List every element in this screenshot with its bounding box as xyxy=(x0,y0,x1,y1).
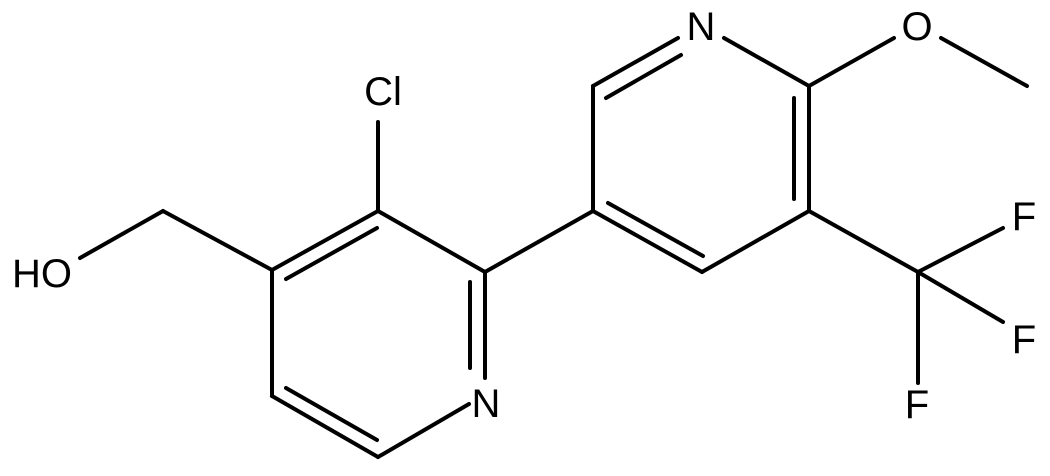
bond-cf3-f1 xyxy=(916,226,1005,274)
fluorine-label-2: F xyxy=(1012,318,1036,362)
bond-biaryl xyxy=(483,209,595,274)
bond-c3r-c4r xyxy=(591,209,704,274)
chlorine-label: Cl xyxy=(364,70,402,114)
bond-c3-c2 xyxy=(376,209,487,274)
bond-c4-c3 xyxy=(270,209,380,272)
bond-n-right-c2r xyxy=(591,36,680,88)
bond-c6r-o xyxy=(807,36,896,88)
bond-o-ch3 xyxy=(939,36,1029,88)
fluorine-label-3: F xyxy=(905,383,929,427)
bond-c4-c3-inner xyxy=(284,226,379,281)
bond-n-left-c6 xyxy=(376,402,471,459)
pyridine-nitrogen-bottom: N xyxy=(472,382,501,426)
bond-n-right-c2r-inner xyxy=(604,53,683,100)
bond-cf3-f2 xyxy=(916,270,1005,324)
bond-ch2-oh xyxy=(78,209,165,260)
bond-c4r-c5r xyxy=(700,209,811,274)
bond-c4-ch2 xyxy=(161,209,274,272)
fluorine-label-1: F xyxy=(1012,195,1036,239)
bond-c5r-cf3 xyxy=(807,209,920,274)
methoxy-oxygen-label: O xyxy=(901,5,932,49)
bond-c6-c5-inner xyxy=(284,386,379,442)
hydroxyl-label: HO xyxy=(12,252,72,296)
pyridine-nitrogen-top: N xyxy=(687,5,716,49)
bond-c6r-n-right xyxy=(722,36,811,88)
bond-c3r-c4r-inner xyxy=(606,201,705,258)
bond-c6-c5 xyxy=(270,394,380,459)
